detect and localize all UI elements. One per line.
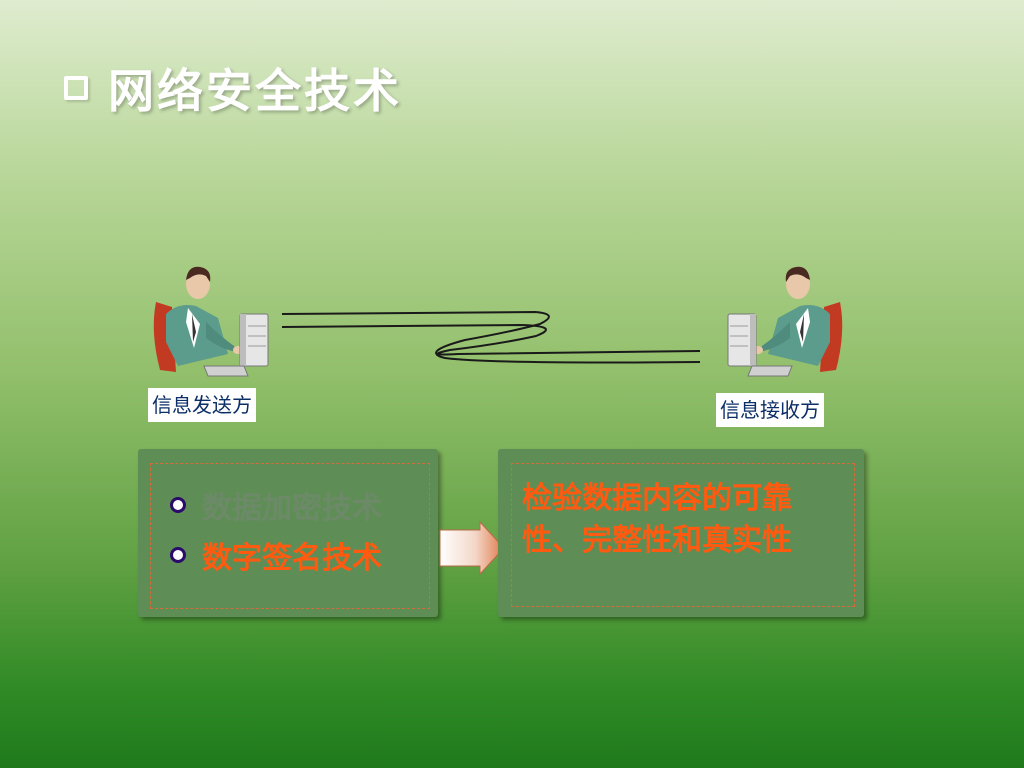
connection-wire: [281, 310, 701, 364]
bullet-circle-icon: [170, 497, 186, 513]
result-panel: [498, 449, 864, 617]
result-panel-border: [511, 463, 855, 607]
slide-title: 网络安全技术: [108, 64, 402, 118]
receiver-person-icon: [727, 266, 843, 377]
list-item: 数字签名技术: [170, 530, 382, 580]
sender-label: 信息发送方: [148, 388, 256, 422]
title-bar: 网络安全技术: [64, 55, 402, 121]
sender-person-icon: [153, 266, 269, 377]
technique-encryption: 数据加密技术: [202, 491, 382, 526]
receiver-label: 信息接收方: [716, 393, 824, 427]
checkbox-icon: [64, 76, 88, 100]
right-arrow-icon: [439, 520, 505, 576]
technique-signature: 数字签名技术: [202, 541, 382, 576]
list-item: 数据加密技术: [170, 480, 382, 530]
bullet-circle-icon: [170, 547, 186, 563]
techniques-list: 数据加密技术 数字签名技术: [170, 480, 382, 580]
techniques-panel-border: [150, 463, 430, 609]
result-text: 检验数据内容的可靠性、完整性和真实性: [522, 481, 792, 558]
techniques-panel: [138, 449, 438, 617]
